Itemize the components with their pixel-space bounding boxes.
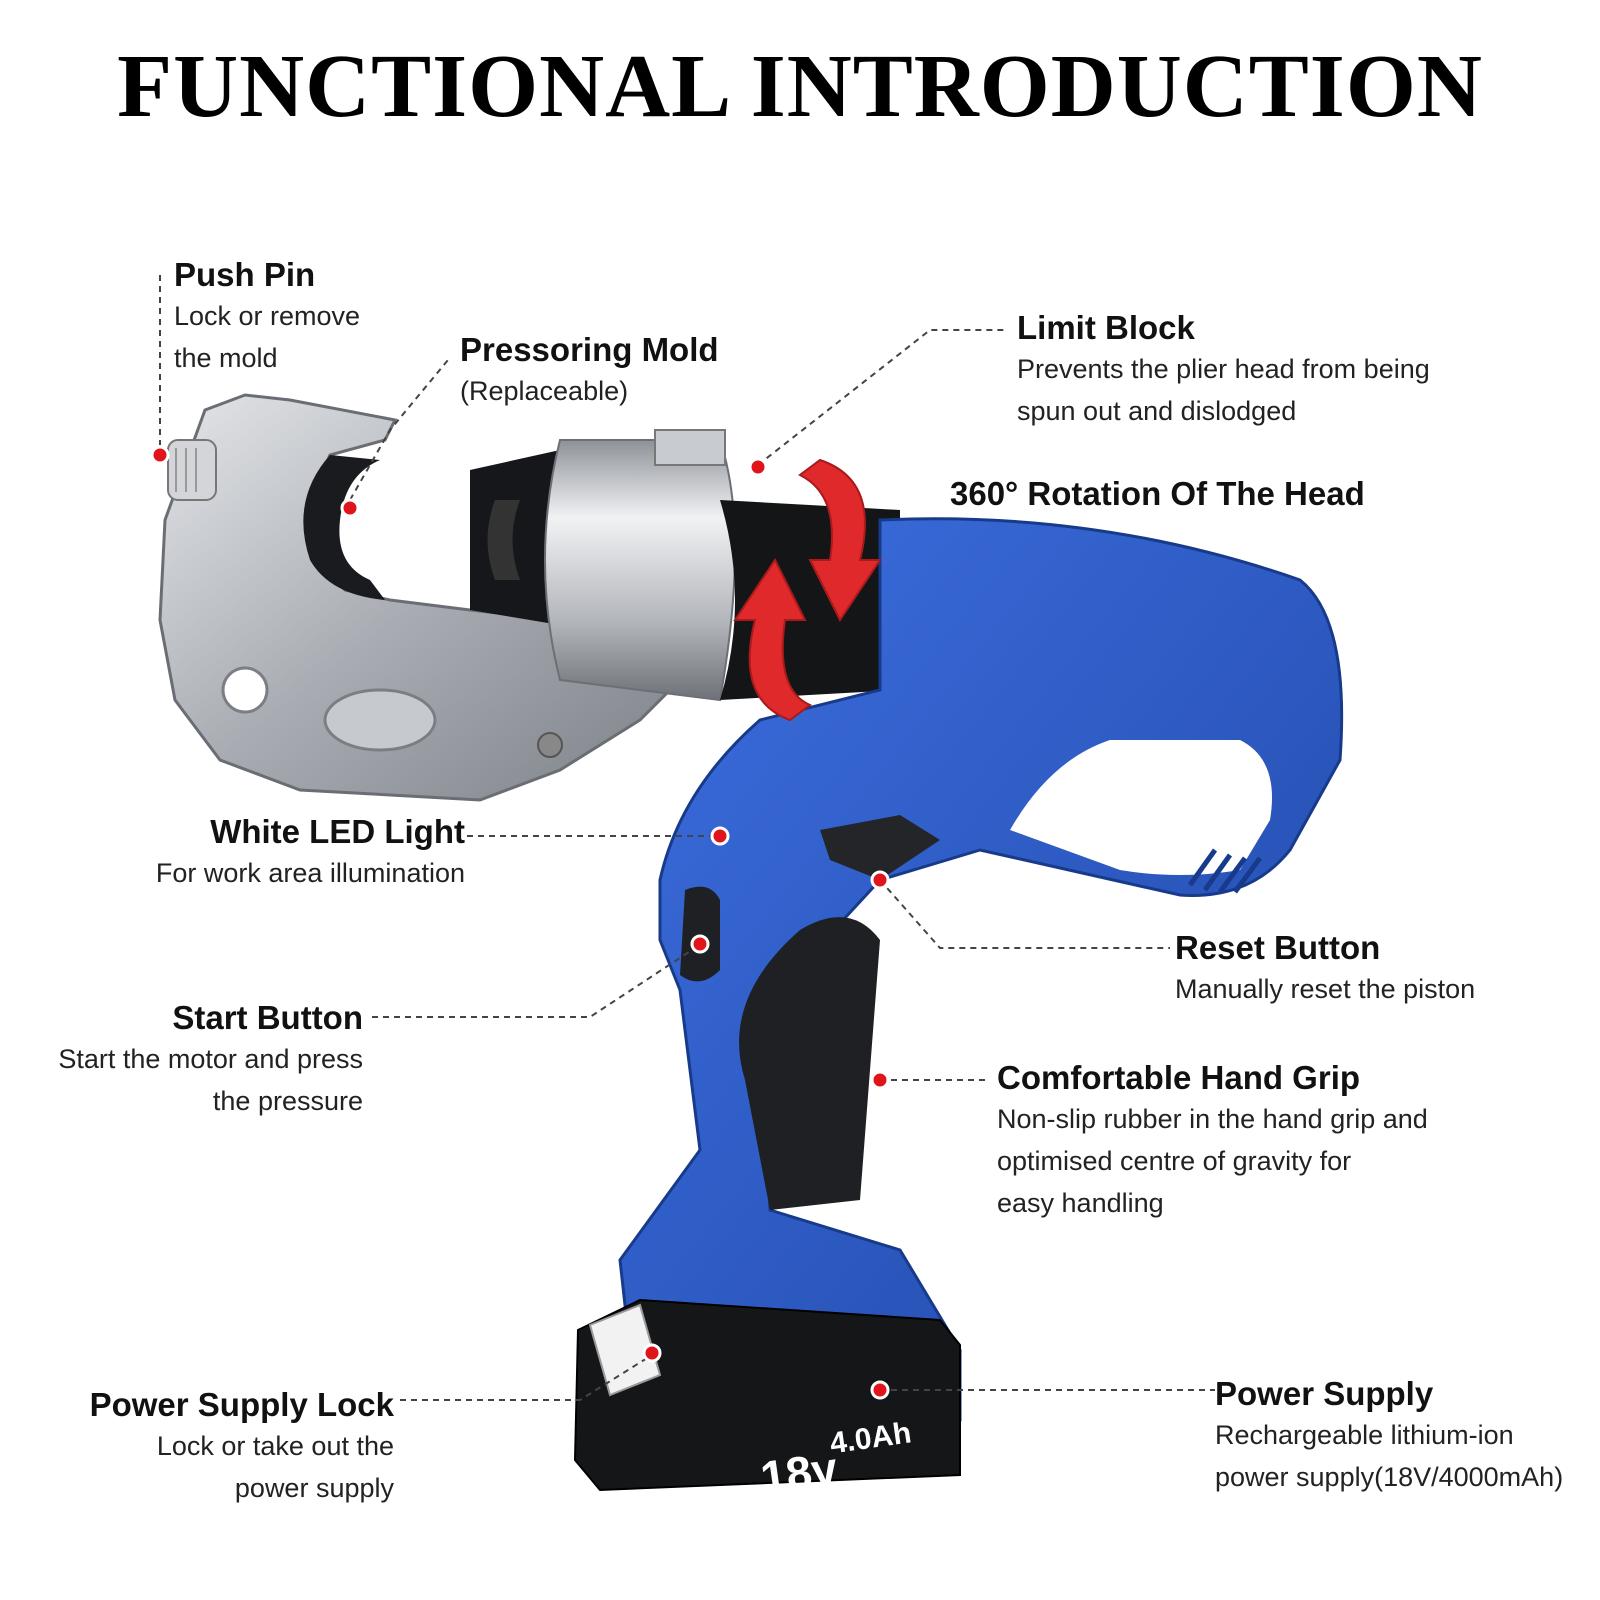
marker-hand-grip — [870, 1070, 890, 1090]
callout-line: Lock or take out the — [156, 1431, 394, 1461]
callout-line: the pressure — [212, 1086, 363, 1116]
callout-line: For work area illumination — [155, 858, 465, 888]
callout-line: Manually reset the piston — [1175, 974, 1476, 1004]
callout-heading: 360° Rotation Of The Head — [950, 475, 1365, 512]
callout-line: power supply — [234, 1473, 394, 1503]
callout-line: Rechargeable lithium-ion — [1215, 1420, 1514, 1450]
hand-grip-rubber — [739, 917, 880, 1210]
callout-heading: White LED Light — [210, 813, 465, 850]
leader-reset-button — [879, 879, 1170, 949]
callout-line: easy handling — [997, 1188, 1164, 1218]
battery-pack: 18v 4.0Ah — [573, 1298, 961, 1504]
leader-lines — [159, 275, 1215, 1401]
callout-line: Non-slip rubber in the hand grip and — [997, 1104, 1428, 1134]
marker-white-led — [710, 826, 730, 846]
callout-heading: Pressoring Mold — [460, 331, 719, 368]
leader-power-lock — [400, 1354, 653, 1401]
callout-line: (Replaceable) — [460, 376, 629, 406]
leader-pressoring-mold — [349, 359, 449, 501]
callout-line: Prevents the plier head from being — [1017, 354, 1430, 384]
marker-reset-button — [870, 870, 890, 890]
tool-body — [618, 517, 1344, 1422]
rotation-collar — [720, 500, 900, 700]
callout-line: the mold — [174, 343, 278, 373]
callout-heading: Reset Button — [1175, 929, 1381, 966]
callout-heading: Power Supply — [1215, 1375, 1434, 1412]
marker-limit-block — [748, 457, 768, 477]
callout-hand-grip: Comfortable Hand Grip Non-slip rubber in… — [997, 1058, 1428, 1224]
callout-power-lock: Power Supply Lock Lock or take out the p… — [90, 1385, 394, 1509]
callout-heading: Comfortable Hand Grip — [997, 1059, 1361, 1096]
callout-line: Start the motor and press — [58, 1044, 363, 1074]
callout-heading: Limit Block — [1017, 309, 1195, 346]
callout-start-button: Start Button Start the motor and press t… — [58, 998, 363, 1122]
callout-pressoring-mold: Pressoring Mold (Replaceable) — [460, 330, 719, 412]
battery-voltage-label: 18v — [757, 1442, 841, 1504]
marker-dots — [150, 445, 890, 1400]
callout-line: Lock or remove — [174, 301, 361, 331]
callout-rotation: 360° Rotation Of The Head — [950, 474, 1365, 514]
page-title: FUNCTIONAL INTRODUCTION — [117, 37, 1483, 136]
callout-line: power supply(18V/4000mAh) — [1215, 1462, 1564, 1492]
rotation-arrows-icon — [733, 458, 882, 722]
start-trigger — [680, 886, 720, 982]
callout-reset-button: Reset Button Manually reset the piston — [1175, 928, 1475, 1010]
callout-heading: Power Supply Lock — [89, 1386, 394, 1423]
reset-button-shape — [820, 815, 940, 880]
callout-line: optimised centre of gravity for — [997, 1146, 1352, 1176]
callout-push-pin: Push Pin Lock or remove the mold — [174, 255, 360, 379]
marker-power-lock — [642, 1343, 662, 1363]
push-pin-knob — [167, 439, 217, 501]
leader-limit-block — [757, 329, 1008, 466]
callout-white-led: White LED Light For work area illuminati… — [156, 812, 465, 894]
callout-heading: Push Pin — [174, 256, 316, 293]
callout-power-supply: Power Supply Rechargeable lithium-ion po… — [1215, 1374, 1563, 1498]
marker-pressoring-mold — [340, 498, 360, 518]
marker-start-button — [690, 934, 710, 954]
callout-line: spun out and dislodged — [1017, 396, 1297, 426]
marker-push-pin — [150, 445, 170, 465]
callout-heading: Start Button — [172, 999, 363, 1036]
leader-start-button — [372, 947, 696, 1018]
callout-limit-block: Limit Block Prevents the plier head from… — [1017, 308, 1430, 432]
marker-power-supply — [870, 1380, 890, 1400]
metal-cylinder — [544, 429, 736, 702]
